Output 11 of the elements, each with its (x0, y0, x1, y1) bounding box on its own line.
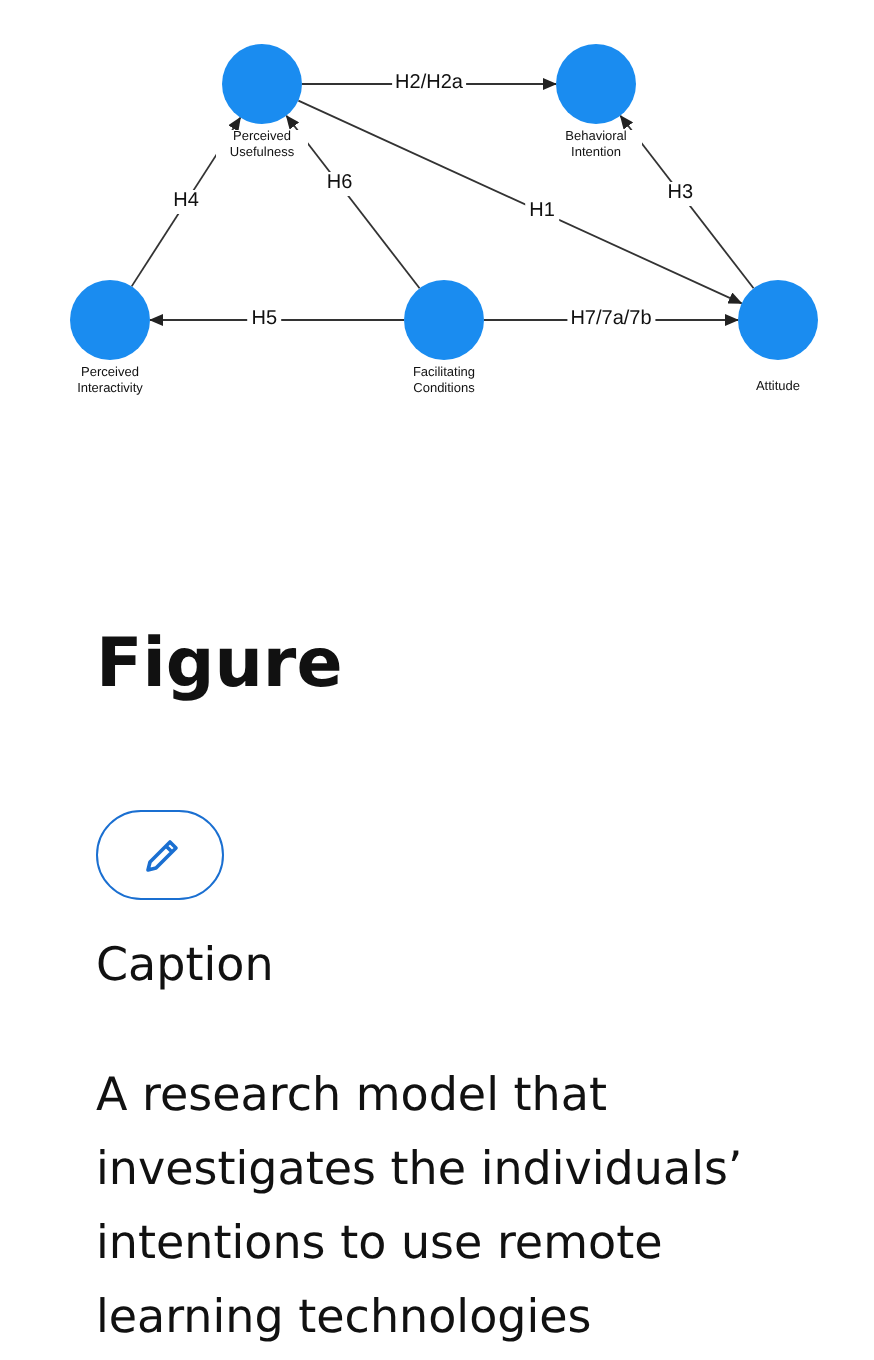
arrow (149, 314, 405, 326)
heading: Figure (96, 624, 343, 704)
caption-text: A research model that investigates the individuals’ intentions to use remote learning technologies (96, 1068, 745, 1348)
section-label: Caption (96, 940, 274, 992)
edge-label: H4 (169, 190, 203, 214)
arrow (619, 114, 755, 290)
edge-label: H1 (525, 200, 559, 225)
edge-label: H6 (322, 172, 357, 197)
arrow (297, 99, 743, 305)
arrow (285, 114, 421, 290)
edge-label: H3 (663, 181, 698, 206)
